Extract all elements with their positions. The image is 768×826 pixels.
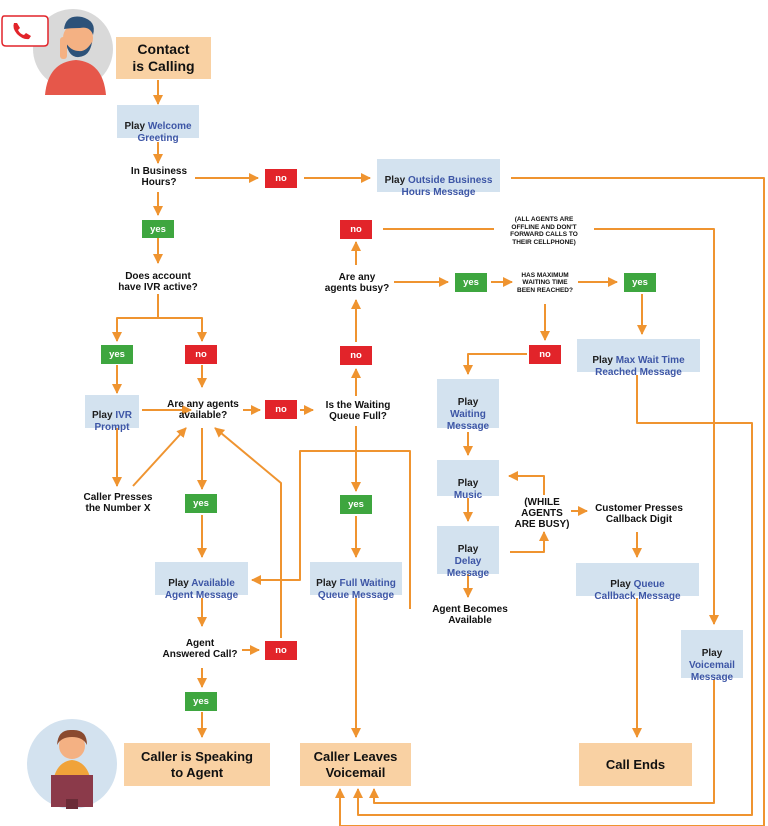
badge-yes-agents-busy: yes: [455, 273, 487, 292]
node-caller-speaking: Caller is Speaking to Agent: [124, 743, 270, 786]
badge-yes-queue-full: yes: [340, 495, 372, 514]
badge-no-queue-full: no: [340, 346, 372, 365]
node-agent-becomes-available: Agent Becomes Available: [432, 604, 508, 626]
node-customer-presses-callback: Customer Presses Callback Digit: [595, 503, 683, 525]
node-call-ends: Call Ends: [579, 743, 692, 786]
phone-icon: [1, 15, 49, 47]
decision-business-hours: In Business Hours?: [130, 166, 188, 188]
node-contact-calling: Contact is Calling: [116, 37, 211, 79]
badge-yes-agent-answered: yes: [185, 692, 217, 711]
badge-yes-agents-available: yes: [185, 494, 217, 513]
badge-no-agents-busy-top: no: [340, 220, 372, 239]
node-caller-presses-number: Caller Presses the Number X: [83, 492, 153, 514]
badge-no-agents-available: no: [265, 400, 297, 419]
decision-ivr-active: Does account have IVR active?: [118, 271, 198, 293]
node-play-queue-callback: Play Queue Callback Message: [576, 563, 699, 602]
badge-yes-ivr: yes: [101, 345, 133, 364]
node-caller-leaves-voicemail: Caller Leaves Voicemail: [300, 743, 411, 786]
badge-no-ivr: no: [185, 345, 217, 364]
note-agents-offline: (ALL AGENTS ARE OFFLINE AND DON'T FORWAR…: [494, 214, 594, 248]
badge-no-agent-answered: no: [265, 641, 297, 660]
node-play-waiting-message: Play Waiting Message: [437, 379, 499, 432]
node-play-welcome-greeting: Play Welcome Greeting: [117, 105, 199, 144]
caller-avatar: [33, 9, 113, 95]
decision-max-wait: HAS MAXIMUM WAITING TIME BEEN REACHED?: [517, 271, 573, 294]
node-play-music: Play Music: [437, 460, 499, 501]
node-play-delay-message: Play Delay Message: [437, 526, 499, 579]
node-play-voicemail-message: Play Voicemail Message: [681, 630, 743, 683]
node-play-outside-hours: Play Outside Business Hours Message: [377, 159, 500, 198]
node-play-available-agent: Play Available Agent Message: [155, 562, 248, 601]
decision-agents-available: Are any agents available?: [167, 399, 239, 421]
badge-yes-business-hours: yes: [142, 220, 174, 238]
agent-avatar: [27, 719, 117, 809]
node-play-full-queue: Play Full Waiting Queue Message: [310, 562, 402, 601]
node-play-ivr-prompt: Play IVR Prompt: [85, 395, 139, 433]
decision-agent-answered: Agent Answered Call?: [162, 638, 238, 660]
decision-agents-busy: Are any agents busy?: [324, 272, 390, 294]
node-play-max-wait: Play Max Wait Time Reached Message: [577, 339, 700, 378]
decision-queue-full: Is the Waiting Queue Full?: [325, 400, 391, 422]
badge-no-max-wait: no: [529, 345, 561, 364]
note-while-agents-busy: (WHILE AGENTS ARE BUSY): [513, 495, 571, 531]
badge-no-business-hours: no: [265, 169, 297, 188]
badge-yes-max-wait: yes: [624, 273, 656, 292]
